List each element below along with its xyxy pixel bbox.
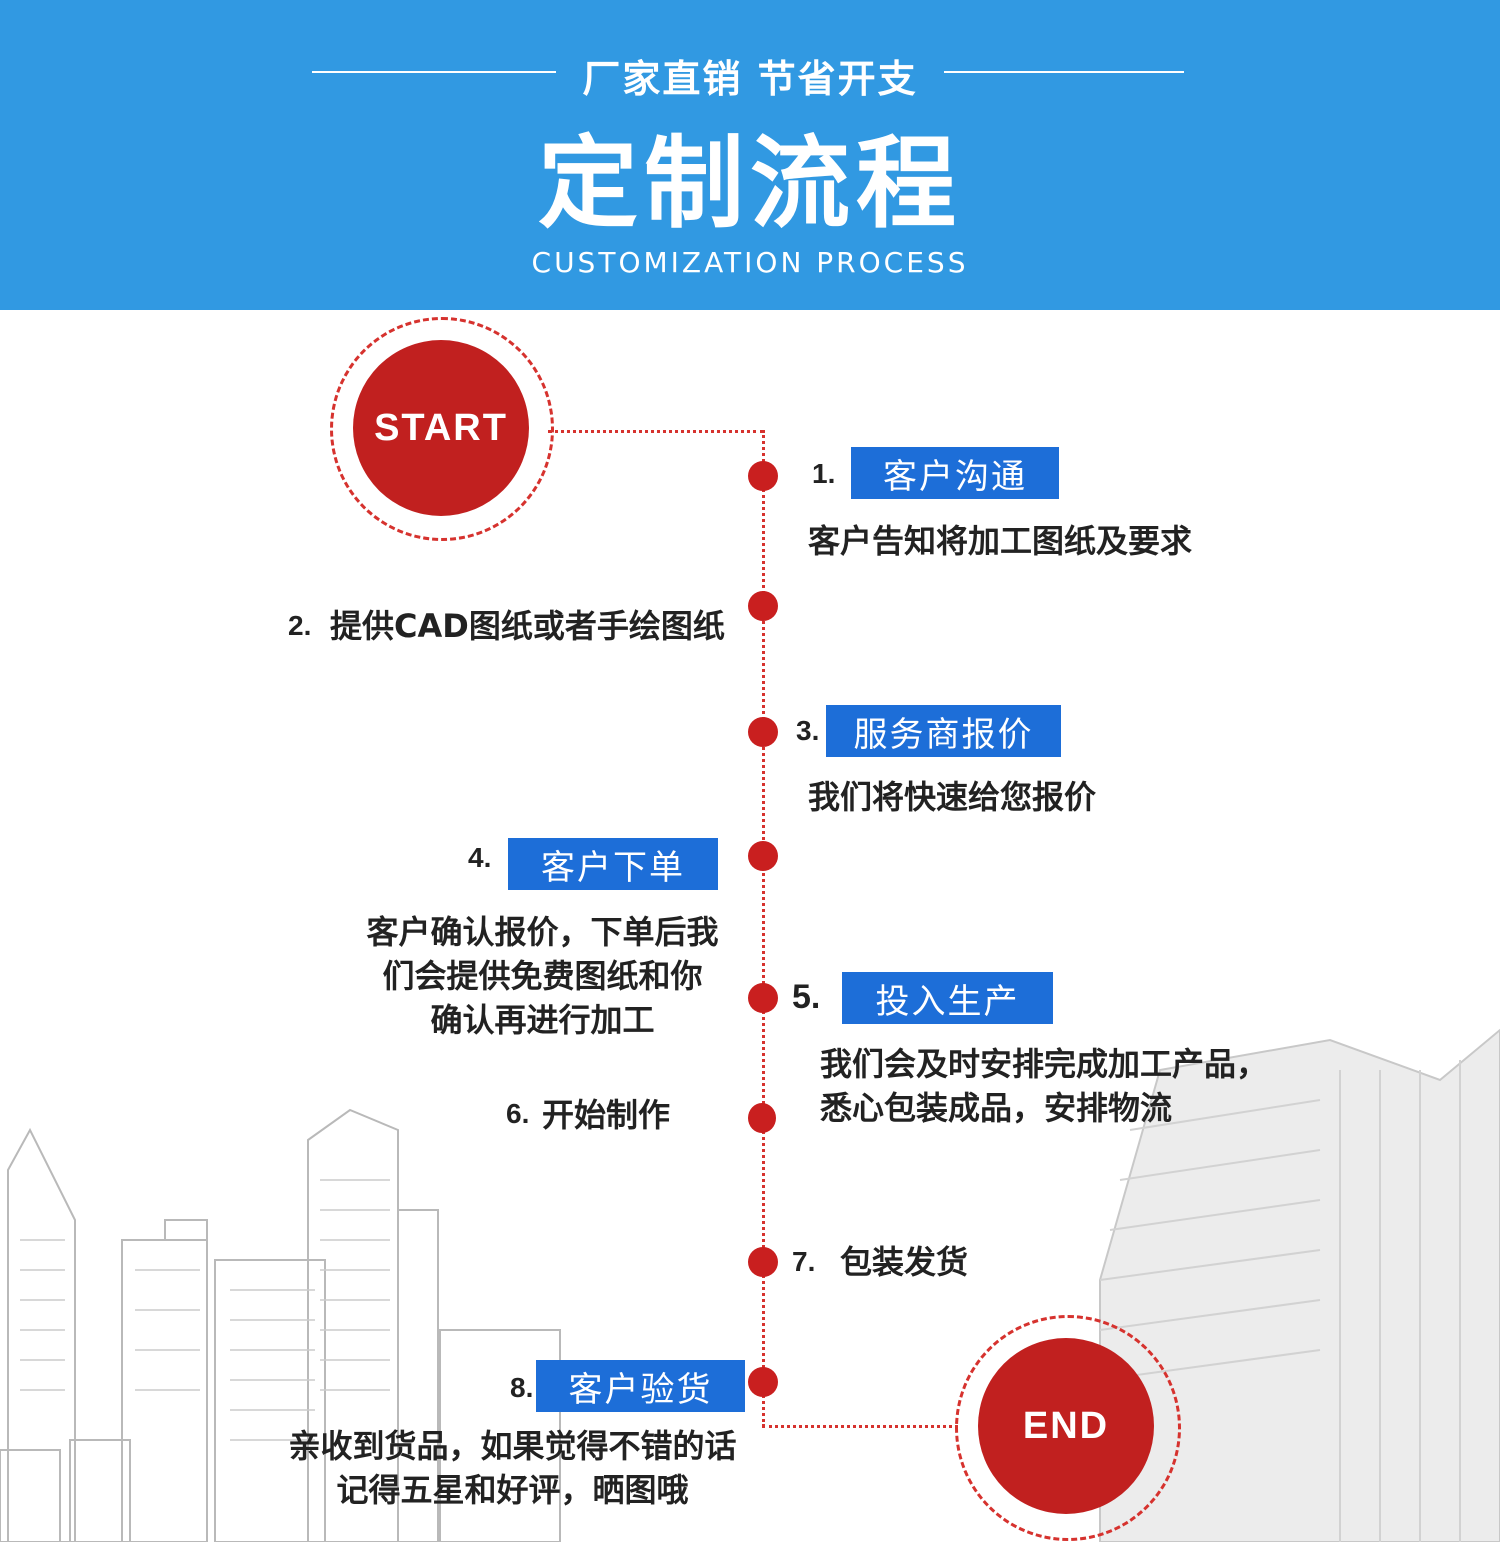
step-4-badge: 客户下单: [508, 838, 718, 890]
step-2-label: 提供CAD图纸或者手绘图纸: [330, 607, 725, 645]
step-7-dot: [748, 1247, 778, 1277]
start-connector: [548, 430, 764, 433]
right-divider: [944, 71, 1184, 73]
step-8-description-line: 记得五星和好评，晒图哦: [336, 1471, 689, 1509]
step-4-description-line: 们会提供免费图纸和你: [382, 957, 703, 995]
step-5-badge: 投入生产: [842, 972, 1053, 1024]
step-4-number: 4.: [468, 842, 492, 873]
start-ring: [330, 317, 554, 541]
step-5-dot: [748, 983, 778, 1013]
step-3-number: 3.: [796, 715, 820, 746]
step-1-badge: 客户沟通: [851, 447, 1059, 499]
step-3-badge: 服务商报价: [826, 705, 1061, 757]
step-7-label: 包装发货: [840, 1243, 969, 1281]
end-circle: END: [978, 1338, 1154, 1514]
step-1-description: 客户告知将加工图纸及要求: [808, 522, 1193, 560]
step-8-dot: [748, 1367, 778, 1397]
step-5-description-line: 我们会及时安排完成加工产品，: [820, 1045, 1269, 1083]
header-subtitle: 厂家直销 节省开支: [582, 57, 918, 101]
step-1-number: 1.: [812, 458, 836, 489]
step-6-number: 6.: [506, 1098, 530, 1129]
step-5-description-line: 悉心包装成品，安排物流: [820, 1089, 1173, 1127]
page-title: 定制流程: [538, 125, 962, 242]
step-5-description: 我们会及时安排完成加工产品， 悉心包装成品，安排物流: [820, 1042, 1268, 1130]
step-2-number: 2.: [288, 610, 312, 641]
step-4-description-line: 确认再进行加工: [430, 1001, 655, 1039]
step-5-number: 5.: [792, 978, 821, 1016]
header-banner: 厂家直销 节省开支 定制流程 CUSTOMIZATION PROCESS: [0, 0, 1500, 310]
step-8-description-line: 亲收到货品，如果觉得不错的话: [288, 1427, 737, 1465]
step-3-dot: [748, 717, 778, 747]
page-title-english: CUSTOMIZATION PROCESS: [531, 246, 969, 279]
step-4-dot: [748, 841, 778, 871]
step-4-description: 客户确认报价，下单后我 们会提供免费图纸和你 确认再进行加工: [330, 910, 755, 1042]
step-6-dot: [748, 1103, 776, 1133]
step-8-badge: 客户验货: [536, 1360, 745, 1412]
end-connector: [762, 1425, 958, 1428]
step-1-dot: [748, 461, 778, 491]
step-3-description: 我们将快速给您报价: [808, 778, 1097, 816]
city-skyline-illustration: [0, 1028, 1500, 1542]
start-circle: START: [353, 340, 529, 516]
step-6-label: 开始制作: [542, 1096, 671, 1134]
step-7-number: 7.: [792, 1246, 816, 1277]
left-divider: [312, 71, 556, 73]
step-8-number: 8.: [510, 1372, 534, 1403]
end-ring: [955, 1315, 1181, 1541]
step-8-description: 亲收到货品，如果觉得不错的话 记得五星和好评，晒图哦: [255, 1424, 770, 1512]
step-4-description-line: 客户确认报价，下单后我: [366, 913, 719, 951]
step-2-dot: [748, 591, 778, 621]
timeline-line: [762, 430, 765, 1427]
